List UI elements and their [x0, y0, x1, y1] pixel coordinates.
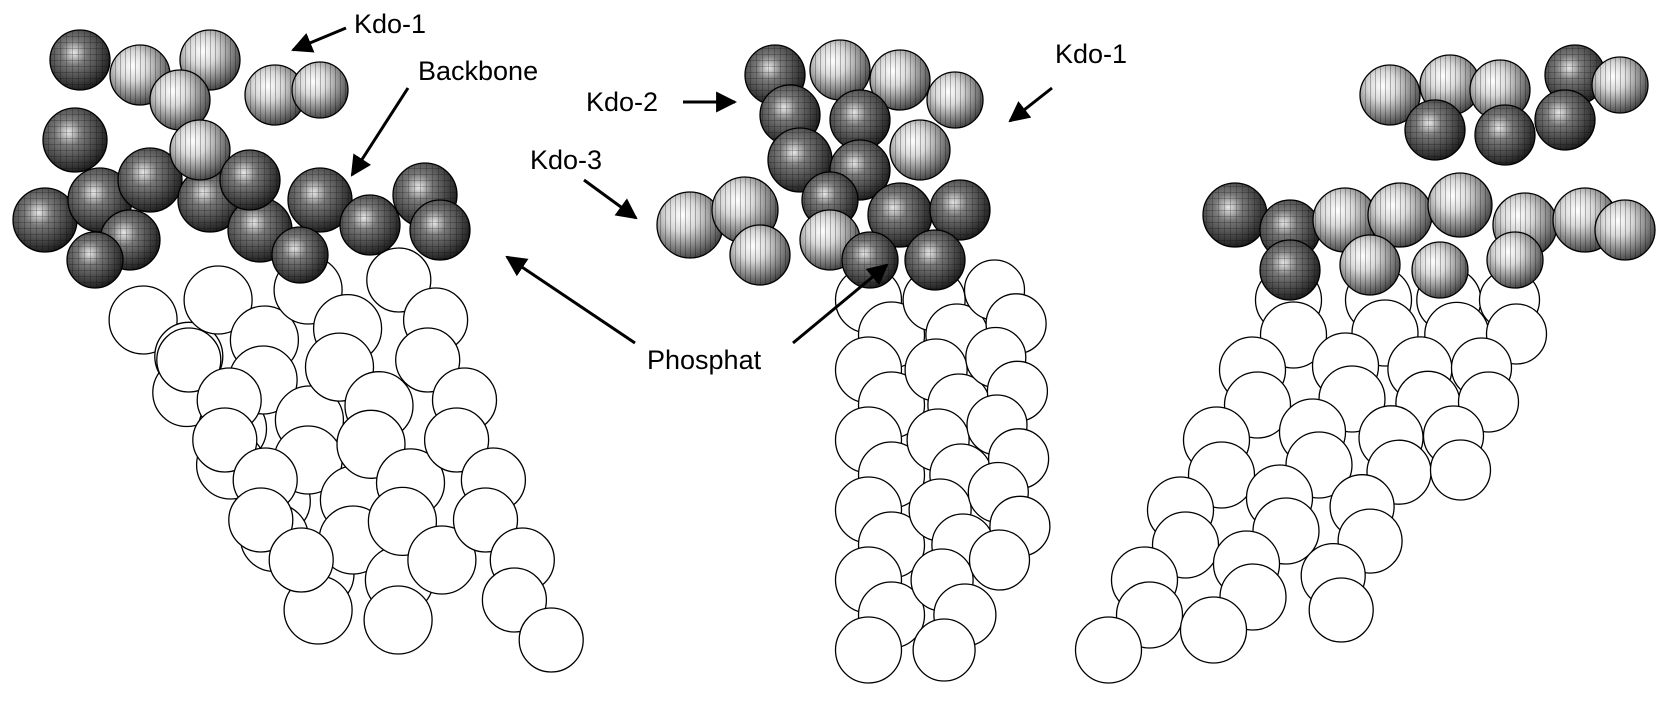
right-molecule-head-groups	[1203, 45, 1655, 300]
label-kdo1-left: Kdo-1	[354, 9, 426, 39]
head-sphere-hatch	[1535, 90, 1595, 150]
head-sphere-hatch	[13, 188, 77, 252]
label-kdo2: Kdo-2	[586, 87, 658, 117]
head-sphere-hatch	[67, 232, 123, 288]
head-sphere-hatch	[1260, 240, 1320, 300]
head-sphere-hatch	[1487, 232, 1543, 288]
lipid-atom	[1181, 597, 1247, 663]
head-sphere-hatch	[292, 62, 348, 118]
left-molecule-lipid-tails	[109, 248, 583, 672]
head-sphere-hatch	[1412, 242, 1468, 298]
head-sphere-hatch	[1340, 235, 1400, 295]
lipid-atom	[913, 619, 975, 681]
lipid-atom	[364, 586, 432, 654]
head-sphere-hatch	[730, 225, 790, 285]
head-sphere-hatch	[1405, 100, 1465, 160]
head-sphere-hatch	[1595, 200, 1655, 260]
arrow-kdo1-left	[293, 28, 346, 50]
head-sphere-hatch	[43, 108, 107, 172]
arrow-kdo3	[584, 180, 636, 218]
arrow-backbone	[352, 88, 408, 175]
lipid-atom	[970, 530, 1030, 590]
arrow-kdo1-mid	[1010, 88, 1052, 121]
label-kdo3: Kdo-3	[530, 145, 602, 175]
label-kdo1-mid: Kdo-1	[1055, 39, 1127, 69]
head-sphere-hatch	[410, 200, 470, 260]
lipid-atom	[519, 608, 583, 672]
lipid-atom	[1309, 578, 1373, 642]
head-sphere-hatch	[272, 227, 328, 283]
arrow-phosphat-left	[507, 257, 635, 343]
head-sphere-hatch	[927, 72, 983, 128]
lipid-atom	[1431, 440, 1491, 500]
head-sphere-hatch	[905, 230, 965, 290]
head-sphere-hatch	[890, 120, 950, 180]
head-sphere-hatch	[220, 150, 280, 210]
lipid-atom	[269, 528, 333, 592]
head-sphere-hatch	[1428, 173, 1492, 237]
head-sphere-hatch	[1475, 105, 1535, 165]
head-sphere-hatch	[1592, 57, 1648, 113]
head-sphere-hatch	[50, 30, 110, 90]
lipid-atom	[1076, 617, 1142, 683]
head-sphere-hatch	[340, 195, 400, 255]
lipid-atom	[836, 617, 902, 683]
middle-molecule-head-groups	[657, 40, 990, 290]
head-sphere-hatch	[1203, 183, 1267, 247]
label-backbone: Backbone	[418, 56, 538, 86]
right-molecule-lipid-tails	[1076, 267, 1547, 683]
middle-molecule-lipid-tails	[836, 260, 1050, 683]
label-phosphat: Phosphat	[647, 345, 762, 375]
